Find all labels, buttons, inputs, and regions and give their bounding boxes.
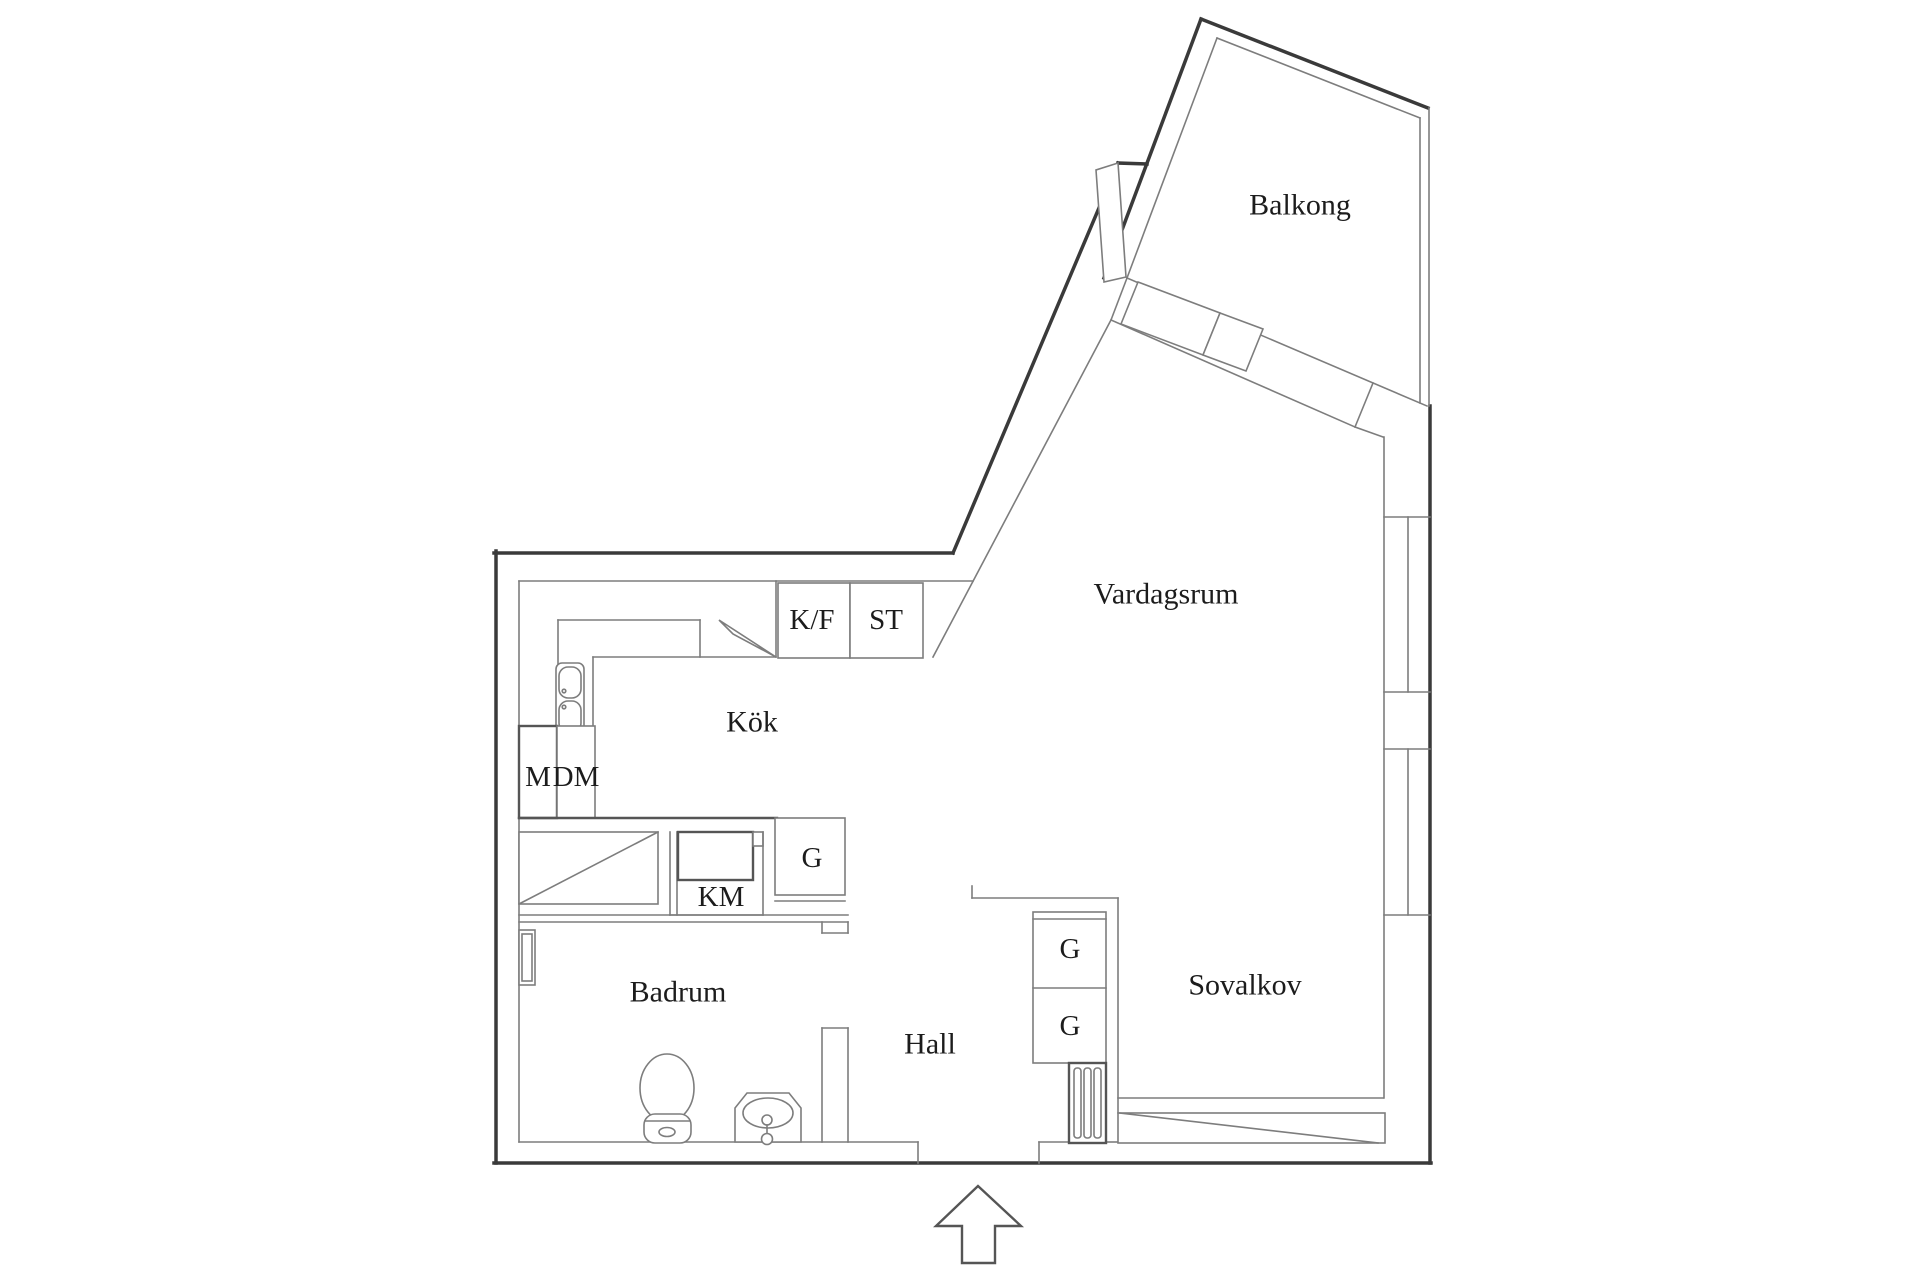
fixture-label-fridge-freezer: K/F bbox=[789, 604, 834, 636]
cleaning-closet bbox=[849, 582, 924, 659]
room-label-living-room: Vardagsrum bbox=[1094, 578, 1239, 611]
room-label-sleeping-alcove: Sovalkov bbox=[1188, 969, 1301, 1002]
room-label-kitchen: Kök bbox=[726, 706, 778, 739]
window-sleeping-alcove bbox=[1383, 748, 1431, 916]
fixture-label-cleaning-closet: ST bbox=[869, 604, 903, 636]
fixture-label-dishwasher: DM bbox=[553, 761, 600, 793]
entrance-arrow-icon bbox=[933, 1184, 1025, 1265]
fridge-freezer-cabinet bbox=[777, 582, 851, 659]
hall-wardrobe-bank bbox=[1032, 911, 1107, 1064]
labels: Balkong Vardagsrum Kök Badrum Hall Soval… bbox=[525, 189, 1351, 1061]
balcony-door bbox=[1119, 280, 1222, 357]
window-living-room bbox=[1383, 516, 1431, 693]
fixture-label-micro: M bbox=[525, 761, 551, 793]
alcove-low-wardrobe bbox=[1117, 1097, 1386, 1144]
fixture-label-washing-machine: KM bbox=[698, 881, 745, 913]
corner-cabinet-arrow-icon bbox=[718, 619, 777, 658]
balcony-structure bbox=[1095, 16, 1431, 439]
bathroom-sink bbox=[734, 1092, 802, 1146]
kitchen-sink bbox=[555, 662, 585, 736]
dishwasher-box bbox=[556, 725, 596, 819]
bathroom-radiator bbox=[518, 929, 536, 986]
bathroom-walls bbox=[518, 914, 849, 1143]
hall-radiator-grille bbox=[1067, 1061, 1108, 1145]
fixture-label-wardrobe-kitchen: G bbox=[802, 842, 823, 874]
toilet bbox=[639, 1053, 695, 1144]
laundry-nook bbox=[517, 816, 846, 916]
interior-wall-faces bbox=[518, 318, 1385, 1164]
hall-walls bbox=[971, 885, 1119, 1114]
balcony-side-panel bbox=[1095, 161, 1127, 283]
washing-machine bbox=[676, 830, 755, 882]
balcony-door-sidelight bbox=[1201, 311, 1265, 373]
exterior-walls bbox=[492, 160, 1433, 1165]
room-label-balcony: Balkong bbox=[1249, 189, 1351, 222]
room-label-hall: Hall bbox=[904, 1028, 956, 1061]
fixture-label-wardrobe-hall-1: G bbox=[1060, 933, 1081, 965]
room-label-bathroom: Badrum bbox=[630, 976, 727, 1009]
wardrobe-kitchen bbox=[774, 817, 846, 896]
fixture-label-wardrobe-hall-2: G bbox=[1060, 1010, 1081, 1042]
